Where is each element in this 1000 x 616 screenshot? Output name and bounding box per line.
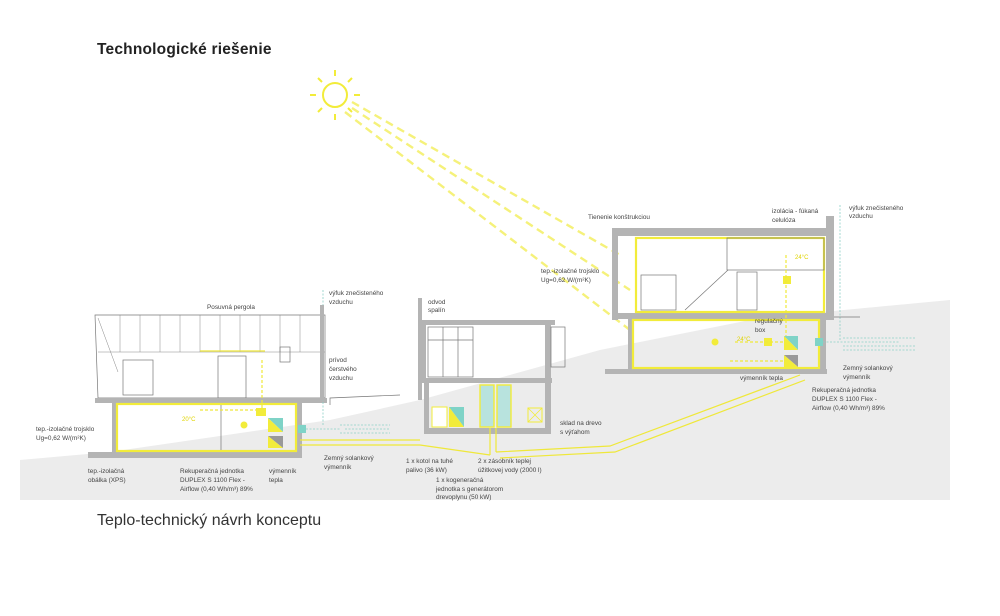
temp-left: 20°C — [182, 417, 196, 423]
label-shading: Tienenie konštrukciou — [588, 214, 650, 221]
label-pergola: Posuvná pergola — [207, 304, 255, 311]
right-building — [605, 205, 915, 374]
sun-rays — [344, 100, 631, 331]
temp-right-upper: 24°C — [795, 255, 809, 261]
middle-building — [418, 298, 806, 459]
temp-right-lower: 24°C — [737, 337, 751, 343]
figure-caption: Teplo-technický návrh konceptu — [97, 512, 322, 529]
left-building — [88, 290, 420, 458]
page-title: Technologické riešenie — [97, 41, 272, 58]
label-heat-exchanger-right: výmenník tepla — [740, 375, 783, 382]
sun-icon — [310, 70, 360, 120]
